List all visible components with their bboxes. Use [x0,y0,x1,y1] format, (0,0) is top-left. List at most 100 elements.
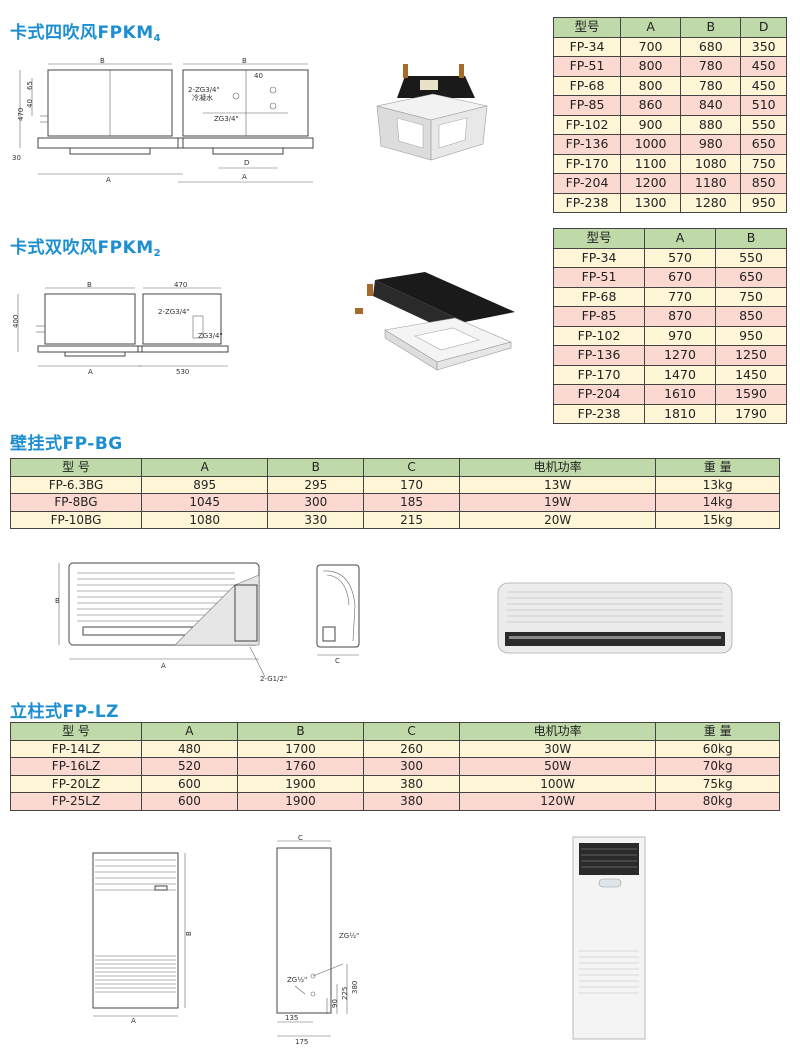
header-cell: B [715,228,787,249]
svg-text:D: D [244,159,249,167]
cell: 950 [715,325,787,346]
cell: FP-20LZ [10,774,142,793]
cell: 480 [141,739,238,758]
cell: 1250 [715,345,787,366]
svg-text:ZG3/4": ZG3/4" [198,332,223,340]
svg-text:A: A [131,1017,136,1025]
cell: 750 [740,153,787,174]
svg-text:ZG½": ZG½" [287,976,307,984]
cell: 380 [363,792,460,811]
cell: 1080 [680,153,742,174]
cell: 30W [458,739,657,758]
svg-text:2-ZG3/4": 2-ZG3/4" [158,308,190,316]
cell: 800 [619,75,682,96]
cell: 650 [740,134,787,155]
fplz-side-drawing: C ZG½" ZG½" 380 225 90 135 175 [276,834,359,1046]
cell: 1760 [236,757,365,776]
cell: 300 [363,757,460,776]
cell: 20W [458,510,657,529]
cell: FP-16LZ [10,757,142,776]
fpbg-product-image [497,582,733,654]
cell: FP-14LZ [10,739,142,758]
cell: FP-136 [553,345,645,366]
cell: 780 [680,56,742,77]
svg-text:90: 90 [331,999,339,1008]
cell: 550 [715,247,787,268]
cell: FP-8BG [10,493,142,512]
cell: 1610 [644,384,716,405]
cell: 520 [141,757,238,776]
cell: 970 [644,325,716,346]
cell: 1700 [236,739,365,758]
header-cell: A [140,458,269,477]
cell: FP-238 [553,192,621,213]
fpkm4-title: 卡式四吹风FPKM4 [10,23,162,44]
header-cell: D [740,17,787,38]
cell: 980 [680,134,742,155]
fpkm4-side-drawing: B 40 2-ZG3/4" 冷凝水 ZG3/4" D A [177,57,314,183]
cell: 900 [619,114,682,135]
svg-text:B: B [185,931,193,936]
cell: 860 [619,95,682,116]
svg-text:2-G1/2": 2-G1/2" [260,675,287,683]
cell: 295 [267,475,365,494]
header-cell: B [680,17,742,38]
cell: 75kg [655,774,780,793]
cell: 120W [458,792,657,811]
cell: 19W [458,493,657,512]
svg-text:470: 470 [17,108,25,121]
cell: FP-51 [553,267,645,288]
cell: 70kg [655,757,780,776]
svg-text:A: A [161,662,166,670]
header-cell: C [363,722,460,741]
cell: FP-34 [553,247,645,268]
table-header-row: 型 号 A B C 电机功率 重 量 [10,722,780,741]
cell: FP-238 [553,403,645,424]
header-cell: 电机功率 [458,722,657,741]
svg-text:65: 65 [26,81,34,90]
cell: 850 [715,306,787,327]
cell: 780 [680,75,742,96]
svg-text:B: B [87,281,92,289]
header-cell: A [141,722,238,741]
svg-text:冷凝水: 冷凝水 [192,93,213,102]
cell: 770 [644,286,716,307]
header-cell: A [619,17,682,38]
svg-text:2-ZG3/4": 2-ZG3/4" [188,86,220,94]
svg-text:C: C [298,834,303,842]
cell: FP-102 [553,114,621,135]
fplz-title: 立柱式FP-LZ [10,702,119,722]
cell: 1450 [715,364,787,385]
cell: 1280 [680,192,742,213]
fpkm2-title: 卡式双吹风FPKM2 [10,238,162,259]
cell: 60kg [655,739,780,758]
svg-text:40: 40 [254,72,263,80]
cell: 1045 [140,493,269,512]
cell: 850 [740,173,787,194]
cell: 950 [740,192,787,213]
cell: FP-10BG [10,510,142,529]
cell: 680 [680,36,742,57]
svg-text:40: 40 [26,99,34,108]
cell: 260 [363,739,460,758]
fpkm2-side-drawing: 470 2-ZG3/4" ZG3/4" 530 [137,281,229,376]
cell: 1200 [619,173,682,194]
cell: 1900 [236,774,365,793]
svg-text:470: 470 [174,281,187,289]
cell: 700 [619,36,682,57]
svg-text:135: 135 [285,1014,298,1022]
cell: 100W [458,774,657,793]
svg-text:30: 30 [12,154,21,162]
